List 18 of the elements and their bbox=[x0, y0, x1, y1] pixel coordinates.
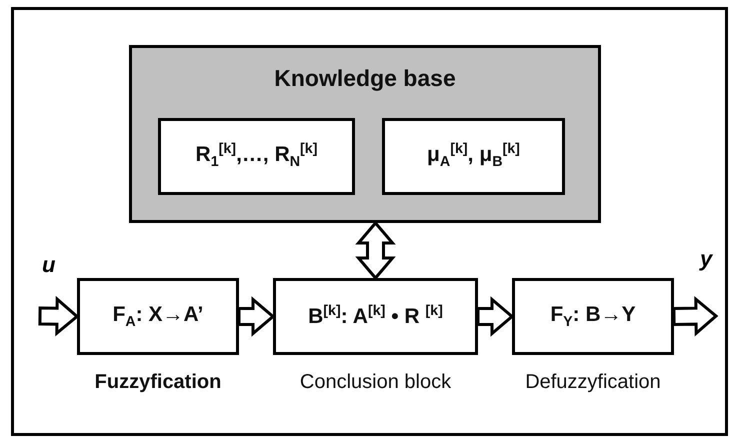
block-arrow bbox=[38, 296, 80, 336]
group-title: Knowledge base bbox=[274, 66, 456, 92]
block-caption: Fuzzyfication bbox=[94, 371, 222, 394]
group-box bbox=[129, 45, 601, 223]
process-box bbox=[512, 278, 674, 355]
process-box bbox=[382, 118, 565, 195]
process-box bbox=[273, 278, 478, 355]
block-arrow bbox=[672, 296, 718, 336]
block-caption: Conclusion block bbox=[300, 371, 452, 394]
block-arrow bbox=[476, 296, 514, 337]
block-caption: Defuzzyfication bbox=[525, 371, 661, 394]
box-formula: F$_{A}$: X→A’ bbox=[112, 302, 204, 330]
process-box bbox=[77, 278, 239, 355]
process-box bbox=[158, 118, 355, 195]
box-formula: F$_{Y}$: B→Y bbox=[550, 302, 636, 330]
box-formula: B$^{[k]}$: A$^{[k]}$ • R $^{[k]}$ bbox=[308, 304, 443, 329]
block-arrow bbox=[355, 220, 396, 280]
block-arrow bbox=[238, 296, 276, 337]
